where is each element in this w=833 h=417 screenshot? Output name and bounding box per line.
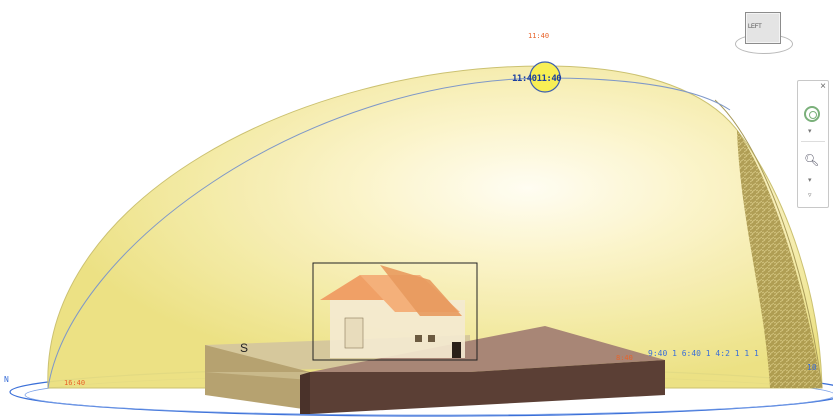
steering-wheel-icon[interactable] (804, 106, 820, 122)
viewcube-face-label: LEFT (748, 24, 761, 30)
compass-north-label: N (4, 376, 9, 384)
hour-label-right: 8:40 (616, 355, 633, 362)
chevron-down-icon[interactable]: ▾ (808, 127, 812, 135)
sun-time-label: 11:4011:40 (512, 75, 561, 84)
hour-label-left: 16:40 (64, 380, 85, 387)
zoom-region-icon[interactable]: 🔍︎ (804, 153, 819, 167)
sun-time-label-top: 11:40 (528, 33, 549, 40)
viewcube[interactable]: LEFT (733, 6, 795, 56)
customize-icon[interactable]: ▿ (808, 191, 812, 199)
navigation-bar: × ▾ 🔍︎ ▾ ▿ (797, 80, 829, 208)
compass-south-label: S (240, 341, 248, 355)
chevron-down-icon[interactable]: ▾ (808, 176, 812, 184)
close-icon[interactable]: × (820, 81, 826, 92)
divider (801, 141, 825, 142)
viewcube-face[interactable]: LEFT (745, 12, 781, 44)
edge-label: 10 (807, 364, 817, 372)
sun-path-tick-labels: 9:40 1 6:40 1 4:2 1 1 1 (648, 350, 759, 358)
